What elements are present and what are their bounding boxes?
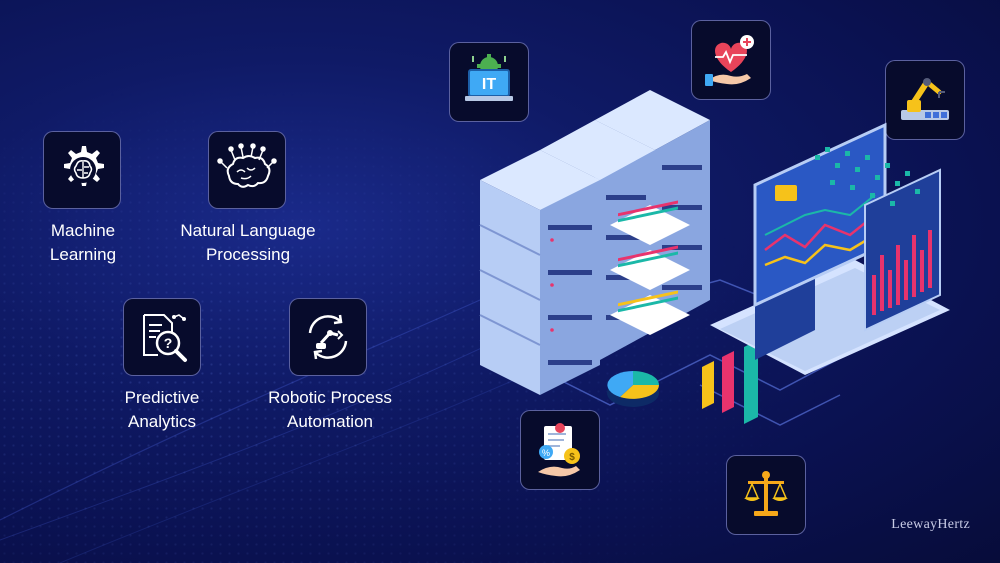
laptop — [710, 122, 950, 375]
robot-arm-icon — [901, 78, 949, 120]
file-drawers — [610, 200, 690, 335]
server-rack-1 — [479, 150, 600, 395]
predictive-analytics-tile: ? — [123, 298, 201, 376]
brand-watermark: LeewayHertz — [891, 517, 970, 532]
robot-arm-cycle-icon — [308, 314, 348, 360]
brain-circuit-icon — [217, 143, 277, 188]
magnifier-question-icon: ? — [143, 314, 187, 362]
healthcare-tile — [691, 20, 771, 100]
svg-text:?: ? — [164, 335, 173, 351]
rpa-tile — [289, 298, 367, 376]
industrial-robot-tile — [885, 60, 965, 140]
machine-learning-tile — [43, 131, 121, 209]
heart-hand-icon — [705, 35, 754, 86]
data-center-illustration — [479, 90, 950, 426]
justice-scale-icon — [744, 471, 788, 516]
finance-document-icon: % $ — [538, 423, 580, 477]
svg-text:$: $ — [569, 452, 575, 463]
legal-tile — [726, 455, 806, 535]
bar-chart-graphic — [702, 340, 758, 424]
svg-text:IT: IT — [482, 76, 496, 93]
it-tile: IT — [449, 42, 529, 122]
pie-chart-graphic — [607, 371, 659, 407]
brain-gear-icon — [64, 146, 104, 186]
svg-text:%: % — [542, 448, 550, 458]
nlp-tile — [208, 131, 286, 209]
it-monitor-icon: IT — [465, 54, 513, 101]
finance-tile: % $ — [520, 410, 600, 490]
